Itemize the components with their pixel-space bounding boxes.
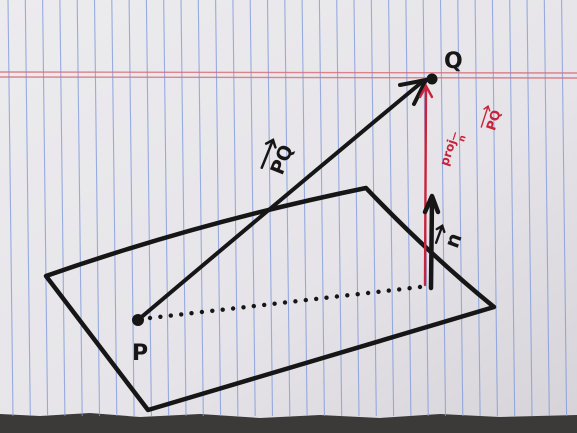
dotted-line-dot	[251, 303, 256, 309]
ruled-line	[509, 0, 516, 417]
dotted-line-dot	[355, 292, 360, 297]
ruled-line	[145, 0, 152, 417]
dotted-line-dot	[417, 284, 423, 290]
ruled-line	[491, 0, 498, 417]
point-p-dot	[132, 314, 144, 326]
margin-lines	[0, 71, 577, 79]
ruled-line	[76, 0, 83, 417]
ruled-line	[197, 0, 204, 417]
ruled-line	[457, 0, 464, 417]
vector-pq-label-arrow	[260, 138, 277, 169]
notebook-paper	[0, 0, 577, 418]
ruled-line	[474, 0, 481, 417]
vector-pq-arrowhead	[398, 78, 428, 106]
ruled-line	[526, 0, 533, 417]
dotted-line-dot	[345, 293, 350, 298]
dotted-line-dot	[314, 296, 319, 302]
dotted-line-dot	[324, 295, 329, 300]
dotted-line-dot	[158, 314, 163, 319]
vector-pq-line	[136, 80, 424, 322]
ruled-line	[370, 0, 377, 417]
dotted-line-dot	[386, 288, 391, 293]
projection-vec-group: PQ	[480, 105, 505, 133]
dotted-line-dot	[293, 299, 298, 304]
dotted-line-dot	[210, 308, 215, 313]
dotted-line-dot	[230, 306, 236, 311]
normal-vector-label-arrow	[434, 224, 446, 244]
projection-subscript-arrow	[452, 132, 457, 141]
normal-vector-arrowhead	[422, 193, 441, 215]
projection-subscript: n	[457, 134, 468, 143]
ruled-line	[42, 0, 49, 417]
dotted-line-dot	[262, 302, 267, 308]
dotted-line-dot	[272, 301, 277, 306]
dotted-line-dot	[147, 315, 153, 321]
dotted-baseline	[147, 284, 423, 321]
plane-outline	[43, 185, 497, 413]
ruled-line	[163, 0, 170, 417]
ruled-line	[543, 0, 550, 417]
point-q-dot	[426, 73, 438, 85]
ruled-line	[180, 0, 187, 417]
ruled-line	[301, 0, 308, 417]
ruled-line	[215, 0, 222, 417]
projection-vec-arrow	[480, 105, 491, 128]
ruled-line	[128, 0, 135, 417]
ruled-lines	[7, 0, 568, 417]
dotted-line-dot	[179, 312, 184, 317]
paper-bottom-edge	[0, 413, 577, 433]
ruled-line	[284, 0, 291, 417]
point-q-label: Q	[444, 49, 463, 74]
ruled-line	[439, 0, 447, 417]
projection-arrowhead	[418, 83, 434, 99]
ruled-line	[7, 0, 14, 417]
dotted-line-dot	[168, 313, 173, 318]
ruled-line	[59, 0, 66, 417]
point-p-label: P	[132, 341, 148, 366]
dotted-line-dot	[282, 300, 288, 305]
normal-vector-line	[428, 195, 435, 291]
ruled-line	[232, 0, 239, 417]
ruled-line	[24, 0, 31, 417]
ruled-line	[561, 0, 568, 417]
dotted-line-dot	[365, 290, 371, 296]
dotted-line-dot	[220, 307, 225, 312]
ruled-line	[336, 0, 343, 417]
ruled-line	[249, 0, 256, 417]
ruled-line	[388, 0, 395, 417]
dotted-line-dot	[303, 297, 308, 303]
dotted-line-dot	[397, 287, 402, 292]
ruled-line	[405, 0, 412, 417]
dotted-line-dot	[334, 294, 340, 299]
dotted-line-dot	[189, 311, 194, 316]
ruled-line	[318, 0, 325, 417]
ruled-line	[111, 0, 118, 417]
dotted-line-dot	[199, 309, 205, 315]
dotted-line-dot	[376, 289, 381, 294]
projection-vector-line	[423, 84, 428, 287]
dotted-line-dot	[407, 286, 412, 291]
dotted-line-dot	[241, 305, 246, 310]
projection-vec-label: PQ	[484, 108, 505, 132]
